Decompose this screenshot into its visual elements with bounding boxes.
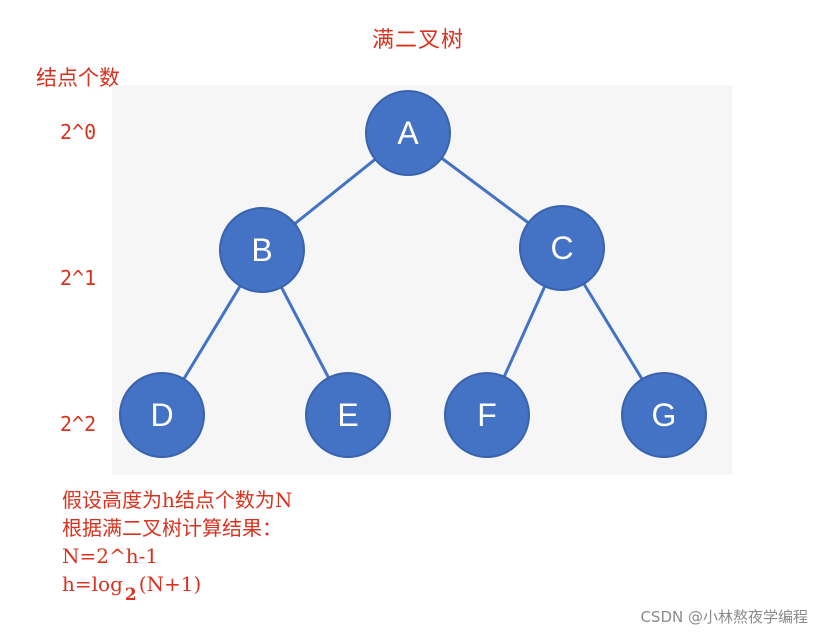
node-circle-c [519,205,605,291]
node-circle-a [365,90,451,176]
node-label-e: E [337,397,358,433]
level-0-count: 2^0 [60,120,97,144]
node-circle-e [305,372,391,458]
level-1-count: 2^1 [60,266,97,290]
node-label-d: D [150,397,173,433]
node-e: E [305,372,391,458]
formula-h-suffix: (N+1) [138,572,202,596]
formula-h-prefix: h=log [62,572,123,596]
node-c: C [519,205,605,291]
node-circle-g [621,372,707,458]
node-f: F [444,372,530,458]
explanation-line-1: 假设高度为h结点个数为N [62,488,293,512]
diagram-title: 满二叉树 [372,28,465,53]
explanation-line-2: 根据满二叉树计算结果： [62,516,282,540]
tree-nodes: A B C D E F G [119,90,707,458]
node-label-f: F [477,397,497,433]
node-g: G [621,372,707,458]
node-label-a: A [397,115,419,151]
node-label-b: B [251,232,272,268]
node-label-c: C [550,230,573,266]
tree-panel: A B C D E F G [112,85,732,475]
node-circle-d [119,372,205,458]
level-2-count: 2^2 [60,412,97,436]
node-count-label: 结点个数 [36,66,120,90]
node-d: D [119,372,205,458]
node-circle-b [219,207,305,293]
node-b: B [219,207,305,293]
node-a: A [365,90,451,176]
node-circle-f [444,372,530,458]
full-binary-tree: A B C D E F G [119,90,707,458]
formula-h-log-base: 2 [124,585,137,605]
node-label-g: G [652,397,677,433]
formula-n: N=2^h-1 [62,544,159,568]
watermark: CSDN @小林熬夜学编程 [640,608,808,626]
